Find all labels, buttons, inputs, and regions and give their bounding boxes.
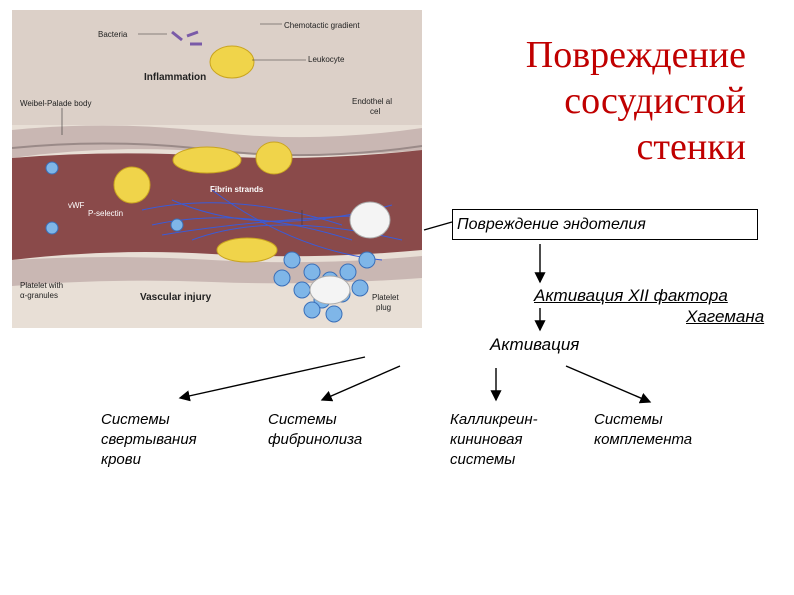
callout-line [423, 221, 453, 231]
system-complement: Системы комплемента [594, 410, 692, 450]
arrow-to-coagulation [178, 356, 366, 402]
title-line-2: сосудистой [564, 80, 746, 122]
title-line-3: стенки [636, 126, 746, 168]
label-plug-1: Platelet [372, 293, 399, 302]
system-line: кининовая [450, 431, 523, 448]
system-kallikrein-kinin: Калликреин- кининовая системы [450, 410, 538, 470]
label-vascular: Vascular injury [140, 292, 212, 303]
system-blood-coagulation: Системы свертывания крови [101, 410, 197, 470]
system-fibrinolysis: Системы фибринолиза [268, 410, 362, 450]
leader-lines [61, 23, 306, 225]
xii-activation-line-1: Активация XII фактора [534, 286, 728, 305]
label-chemotactic: Chemotactic gradient [284, 21, 360, 30]
label-endothelial-1: Endothel al [352, 97, 392, 106]
leukocyte [209, 45, 255, 79]
xii-activation-line-2: Хагемана [686, 307, 765, 326]
system-line: Системы [101, 411, 170, 428]
system-line: комплемента [594, 431, 693, 448]
system-line: свертывания [101, 431, 197, 448]
arrow-to-fibrinolysis [320, 365, 401, 402]
arrow-to-complement [565, 365, 652, 404]
label-fibrin: Fibrin strands [210, 185, 264, 194]
endothelium-damage-box: Повреждение эндотелия [452, 209, 758, 240]
system-line: Системы [268, 411, 337, 428]
system-line: Калликреин- [450, 411, 538, 428]
system-line: системы [450, 451, 516, 468]
label-vwf: vWF [68, 201, 85, 210]
vessel-lumen [12, 150, 422, 260]
label-platelet-2: α-granules [20, 291, 58, 300]
label-pselectin: P-selectin [88, 209, 123, 218]
label-leukocyte: Leukocyte [308, 55, 345, 64]
label-bacteria: Bacteria [98, 30, 128, 39]
label-platelet-1: Platelet with [20, 281, 63, 290]
title-line-1: Повреждение [525, 34, 746, 76]
upper-vessel-wall [12, 125, 422, 158]
label-weibel: Weibel-Palade body [20, 99, 91, 108]
activation-label: Активация [490, 335, 580, 354]
system-line: Системы [594, 411, 663, 428]
vascular-injury-illustration: Bacteria Chemotactic gradient Leukocyte … [12, 10, 422, 328]
label-endothelial-2: cel [370, 107, 380, 116]
system-line: крови [101, 451, 141, 468]
label-plug-2: plug [376, 303, 391, 312]
system-line: фибринолиза [268, 431, 363, 448]
bacteria [171, 30, 202, 46]
label-inflammation: Inflammation [144, 72, 206, 83]
